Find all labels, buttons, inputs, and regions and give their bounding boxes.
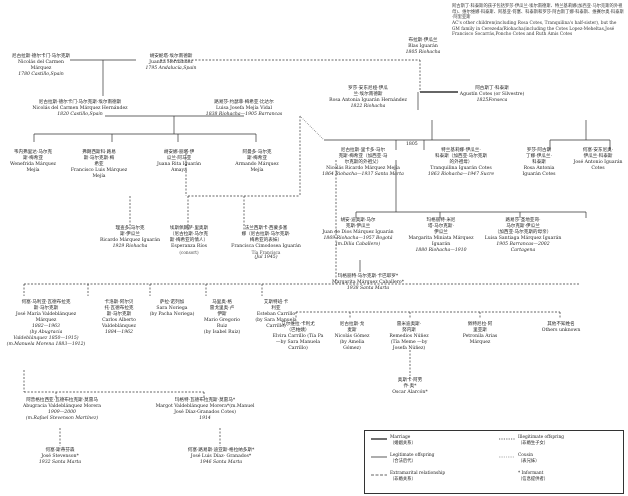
person-luisa-santiaga: 路易莎·圣地亚哥· 马尔克斯·伊瓜兰 （加西亚·马尔克斯的母亲） Luisa S… — [484, 218, 562, 253]
person-margarita-miniata: 玛格丽特·米尼 塔·马尔克斯· 伊瓜兰 Margarita Miniata Má… — [408, 218, 474, 253]
person-tranquilina: 特兰基莉娜·伊瓜兰· 科泰斯（加西亚·马尔克斯 的外祖母） Tranquilin… — [427, 148, 495, 177]
person-francisco-luis: 弗朗西斯科·路易 斯·马尔克斯·梅 希亚 Francisco Luis Márq… — [70, 150, 128, 179]
person-esteban: 艾斯特班·卡 利亚 Esteban Carrillo (by Sara Manu… — [255, 300, 297, 329]
person-rosa-antonia: 罗莎·安东尼娅·伊瓜 兰·埃尔南德斯 Rosa Antonia Iguarán … — [329, 86, 407, 109]
person-luisa-mejia-vidal: 路易莎·约瑟菲·梅希亚·比达尔 Luisa Josefa Mejía Vidal… — [205, 100, 283, 117]
person-rosa-cotes: 罗莎·阿古斯 丁娜·伊瓜兰· 科泰斯 Rosa Antonia Iguarán … — [522, 148, 556, 177]
person-jose-luis-diaz: 何塞·路易斯·迪亚斯-格拉纳多斯* José Luis Díaz- Granad… — [187, 448, 255, 465]
person-carlos-alberto: 卡洛斯·阿尔贝 托·瓦德布拉克 斯·马尔克斯 Carlos Alberto Va… — [102, 300, 136, 335]
person-esperanza: 埃斯佩朗萨·里奥斯 （尼古拉斯·马尔克 斯·梅希亚的情人） Esperanza … — [169, 226, 209, 255]
cousin-line — [299, 115, 325, 141]
person-nicolas-gomez: 尼古拉斯·戈 麦斯 Nicolás Gómez (by Amelia Gómez… — [334, 322, 370, 351]
person-wenefrida: 韦内弗里达·马尔克 斯·梅希亚 Wenefrida Márquez Mejía — [10, 150, 56, 173]
person-jose-maria: 何塞·马利亚·瓦德布拉克 斯·马尔克斯 José María Valdeblán… — [6, 300, 86, 347]
legend-cousin: Cousin （表兄妹） — [499, 453, 540, 464]
person-elvira: 艾尔维拉·卡利尤 （巴帕姨） Elvira Carrillo (Tía Pa —… — [272, 322, 324, 351]
person-others-unknown: 其他不知姓名 Others unknown — [541, 322, 581, 333]
legend-legit: Legitimate offspring （合法后代） — [371, 453, 435, 464]
person-juana-rita: 胡安娜·丽塔·伊 瓜兰·阿马亚 Juana Rita Iguarán Amaya — [156, 150, 201, 173]
person-nicolas-marquez-hernandez: 尼古拉斯·德尔卡门·马尔克斯·埃尔南德斯 Nicolás del Carmen … — [32, 100, 128, 117]
legend-extramarital: Extramarital relationship （非婚关系） — [371, 471, 446, 482]
year-1805-label: 1805 — [406, 142, 418, 147]
agustin-children-note: 阿古斯丁·科泰斯的孩子包括罗莎·伊瓜兰·埃尔南德斯、特兰基莉娜(加西亚·马尔克斯… — [452, 4, 624, 38]
legend: Marriage （婚姻关系） Legitimate offspring （合法… — [364, 430, 624, 494]
person-remedios: 雷米迪奥斯· 努内斯 Remedios Núñez (Tía Meme —by … — [389, 322, 429, 351]
person-mario: 马里奥·格 雷戈里奥·卢 伊斯 Mario Gregorio Ruiz (by … — [203, 300, 241, 335]
person-jose-stevenson: 何塞·斯蒂芬森 José Stevenson*1932 Santa Marta — [38, 448, 82, 465]
person-armando: 阿曼多·马尔克 斯·梅希亚 Armando Márquez Mejía — [235, 150, 279, 173]
person-abugracia: 阿普格拉西亚·瓦德布拉克斯·莫雷马 Abugracia Valdeblánque… — [22, 398, 102, 421]
person-margot: 玛格特·瓦德布拉克斯·莫雷马* Margot Valdeblánquez Mor… — [155, 398, 255, 421]
person-juan-de-dios: 胡安·迪奥斯·马尔 克斯·伊瓜兰 Juan de Dios Márquez Ig… — [322, 218, 394, 247]
person-nicolas-del-carmen: 尼古拉斯·德尔卡门·马尔克斯 Nicolás del Carmen Márque… — [11, 54, 71, 77]
person-jose-antonio: 何塞·安东尼奥· 伊瓜兰·科泰斯 José Antonio Iguarán Co… — [573, 148, 623, 171]
person-sara-noriega: 萨拉·诺列加 Sara Noriega (by Pacha Noriega) — [149, 300, 195, 317]
legend-informant: * Informant （信息提供者） — [518, 471, 549, 482]
person-margarita-caballero: 玛格丽特·马尔克斯·卡巴耶罗* Margarita Márquez Caball… — [331, 274, 404, 291]
person-petronila: 佩特尼拉·阿 里亚斯 Petronila Arias Márquez — [462, 322, 498, 345]
legend-illegit: Illegitimate offspring （非婚生子女） — [499, 435, 565, 446]
person-oscar: 奥斯卡·阿劳 乔·奥* Oscar Alarcón* — [392, 378, 428, 395]
person-agustin-cotes: 阿古斯丁·科泰斯 Agustín Cotes (or Silvestre)182… — [459, 86, 525, 103]
person-nicolas-ricardo: 尼古拉斯·里卡多·马尔 克斯·梅希亚（加西亚·马 尔克斯的外祖父） Nicolá… — [322, 148, 404, 177]
person-francisca: 法兰西斯卡·西蒙多塞 娜（尼古拉斯·马尔克斯· 梅希亚的表妹） Francisc… — [231, 226, 301, 261]
legend-marriage: Marriage （婚姻关系） — [371, 435, 416, 446]
